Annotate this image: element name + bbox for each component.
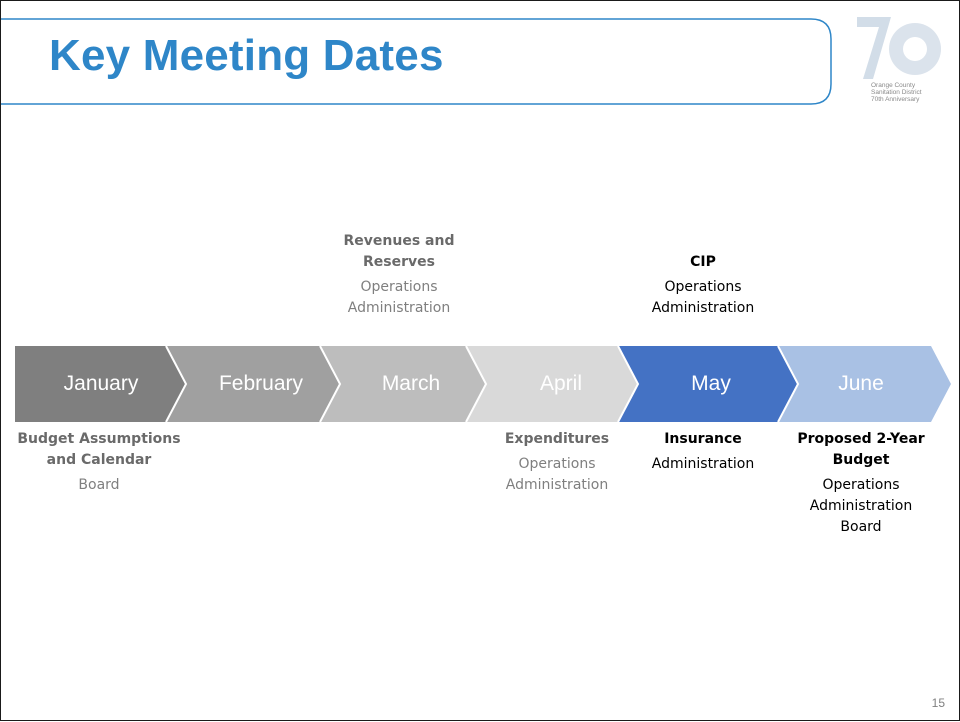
annotation-may-below-body: Administration <box>651 456 755 472</box>
month-label-june: June <box>838 372 884 395</box>
month-label-january: January <box>63 372 139 395</box>
annotation-march: Revenues and Reserves Operations Adminis… <box>314 231 484 319</box>
chevron-may <box>618 346 798 422</box>
annotation-may-above-heading: CIP <box>690 254 716 270</box>
annotation-april-body: Operations Administration <box>505 456 609 493</box>
logo-caption: Orange County Sanitation District 70th A… <box>871 82 922 103</box>
chevron-february <box>166 346 340 422</box>
annotation-may-below: Insurance Administration <box>618 429 788 475</box>
month-label-april: April <box>539 372 582 395</box>
page-number: 15 <box>931 696 945 710</box>
page-title: Key Meeting Dates <box>49 31 444 80</box>
annotation-may-below-heading: Insurance <box>664 431 742 447</box>
chevron-march <box>320 346 486 422</box>
annotation-january: Budget Assumptions and Calendar Board <box>14 429 184 496</box>
annotation-june-body: Operations Administration Board <box>809 477 913 535</box>
chevron-april <box>466 346 638 422</box>
annotation-april-heading: Expenditures <box>504 431 610 447</box>
anniversary-logo <box>847 9 947 109</box>
annotation-january-body: Board <box>78 477 120 493</box>
month-label-february: February <box>218 372 304 395</box>
annotation-january-heading: Budget Assumptions and Calendar <box>17 431 181 468</box>
logo-70-icon <box>857 17 941 79</box>
annotation-march-heading: Revenues and Reserves <box>343 233 455 270</box>
annotation-april: Expenditures Operations Administration <box>472 429 642 496</box>
annotation-june-heading: Proposed 2-Year Budget <box>797 431 925 468</box>
annotation-may-above-body: Operations Administration <box>651 279 755 316</box>
chevron-january <box>15 346 186 422</box>
annotation-march-body: Operations Administration <box>347 279 451 316</box>
chevron-june <box>778 346 951 422</box>
annotation-june: Proposed 2-Year Budget Operations Admini… <box>776 429 946 538</box>
title-frame <box>1 18 832 105</box>
month-label-march: March <box>381 372 441 395</box>
annotation-may-above: CIP Operations Administration <box>618 252 788 319</box>
title-band: Key Meeting Dates <box>1 1 960 111</box>
month-label-may: May <box>691 372 731 395</box>
